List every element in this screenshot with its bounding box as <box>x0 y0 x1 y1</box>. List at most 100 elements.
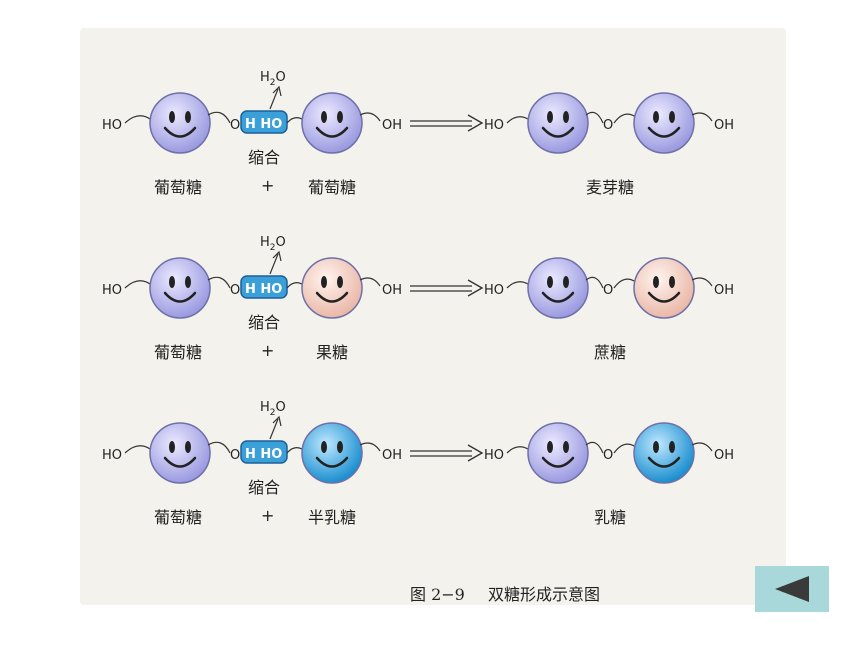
action-label: 缩合 <box>248 313 280 332</box>
monosaccharide-2-name: 果糖 <box>316 343 348 362</box>
water-box <box>240 275 288 299</box>
caption-number: 图 2−9 <box>410 585 465 604</box>
plus-sign: + <box>261 506 274 525</box>
product-unit-1 <box>527 92 589 154</box>
action-label: 缩合 <box>248 148 280 167</box>
monosaccharide-1-smile <box>163 291 197 303</box>
monosaccharide-2 <box>301 257 363 319</box>
product-unit-1-eye-left <box>547 276 553 288</box>
product-unit-1-eye-right <box>563 441 569 453</box>
product-unit-1 <box>527 257 589 319</box>
monosaccharide-1-circle <box>149 92 211 154</box>
product-unit-1-eye-right <box>563 276 569 288</box>
monosaccharide-2-eye-left <box>321 111 327 123</box>
bond-line <box>207 441 231 454</box>
bond-line <box>359 277 381 287</box>
bond-line <box>613 113 637 124</box>
bond-line <box>207 276 231 289</box>
water-label: H2O <box>260 70 286 88</box>
water-arrow-head <box>272 415 282 427</box>
bond-line <box>124 445 151 454</box>
product-unit-2-circle <box>633 422 695 484</box>
monosaccharide-2-eye-left <box>321 441 327 453</box>
monosaccharide-1-eye-right <box>185 111 191 123</box>
product-unit-1-eye-right <box>563 111 569 123</box>
product-unit-1-eye-left <box>547 111 553 123</box>
product-unit-1-smile <box>541 456 575 468</box>
o-link-label: O <box>230 448 240 463</box>
product-unit-1-smile <box>541 126 575 138</box>
product-unit-2 <box>633 257 695 319</box>
product-unit-1-circle <box>527 422 589 484</box>
bond-line <box>506 116 529 124</box>
bond-line <box>359 112 381 122</box>
left-triangle-icon <box>775 576 809 602</box>
product-ho-label: HO <box>484 448 504 463</box>
monosaccharide-1-eye-right <box>185 441 191 453</box>
plus-sign: + <box>261 176 274 195</box>
water-arrow <box>269 253 279 275</box>
product-oh-label: OH <box>714 283 734 298</box>
product-unit-2-eye-left <box>653 441 659 453</box>
ho-left-label: HO <box>102 118 122 133</box>
product-unit-2-smile <box>647 291 681 303</box>
monosaccharide-2-circle <box>301 422 363 484</box>
product-ho-label: HO <box>484 283 504 298</box>
product-unit-2 <box>633 92 695 154</box>
bond-line <box>585 111 604 124</box>
bond-line <box>585 441 604 454</box>
bond-line <box>691 277 713 287</box>
ho-left-label: HO <box>102 283 122 298</box>
plus-sign: + <box>261 341 274 360</box>
bond-line <box>359 442 381 452</box>
monosaccharide-1-name: 葡萄糖 <box>154 508 202 527</box>
oh-mid-label: OH <box>382 283 402 298</box>
bond-line <box>585 276 604 289</box>
product-unit-2 <box>633 422 695 484</box>
o-link-label: O <box>230 118 240 133</box>
monosaccharide-1-name: 葡萄糖 <box>154 178 202 197</box>
product-o-label: O <box>603 448 613 463</box>
product-o-label: O <box>603 118 613 133</box>
product-name: 麦芽糖 <box>586 178 634 197</box>
back-button[interactable] <box>755 566 829 612</box>
bond-line <box>286 117 303 124</box>
water-box <box>240 440 288 464</box>
monosaccharide-2-smile <box>315 291 349 303</box>
bond-line <box>506 446 529 454</box>
monosaccharide-1-circle <box>149 257 211 319</box>
bond-line <box>207 111 231 124</box>
monosaccharide-1 <box>149 92 211 154</box>
product-name: 乳糖 <box>594 508 626 527</box>
monosaccharide-1 <box>149 422 211 484</box>
bond-line <box>506 281 529 289</box>
bond-line <box>613 443 637 454</box>
monosaccharide-2 <box>301 422 363 484</box>
reaction-arrow-head <box>467 444 484 462</box>
product-unit-2-smile <box>647 456 681 468</box>
product-unit-1-eye-left <box>547 441 553 453</box>
monosaccharide-1-eye-left <box>169 276 175 288</box>
reaction-arrow-head <box>467 279 484 297</box>
reaction-arrow-head <box>467 114 484 132</box>
monosaccharide-1-eye-left <box>169 441 175 453</box>
product-unit-1-circle <box>527 257 589 319</box>
bond-line <box>124 115 151 124</box>
product-unit-1 <box>527 422 589 484</box>
monosaccharide-2-smile <box>315 456 349 468</box>
monosaccharide-2-eye-right <box>337 111 343 123</box>
monosaccharide-1-smile <box>163 456 197 468</box>
monosaccharide-1-smile <box>163 126 197 138</box>
product-name: 蔗糖 <box>594 343 626 362</box>
product-unit-2-eye-right <box>669 441 675 453</box>
product-ho-label: HO <box>484 118 504 133</box>
water-arrow-head <box>272 85 282 97</box>
water-box-label: H HO <box>245 117 282 132</box>
product-unit-2-circle <box>633 257 695 319</box>
monosaccharide-2-eye-right <box>337 441 343 453</box>
monosaccharide-2 <box>301 92 363 154</box>
bond-line <box>691 442 713 452</box>
